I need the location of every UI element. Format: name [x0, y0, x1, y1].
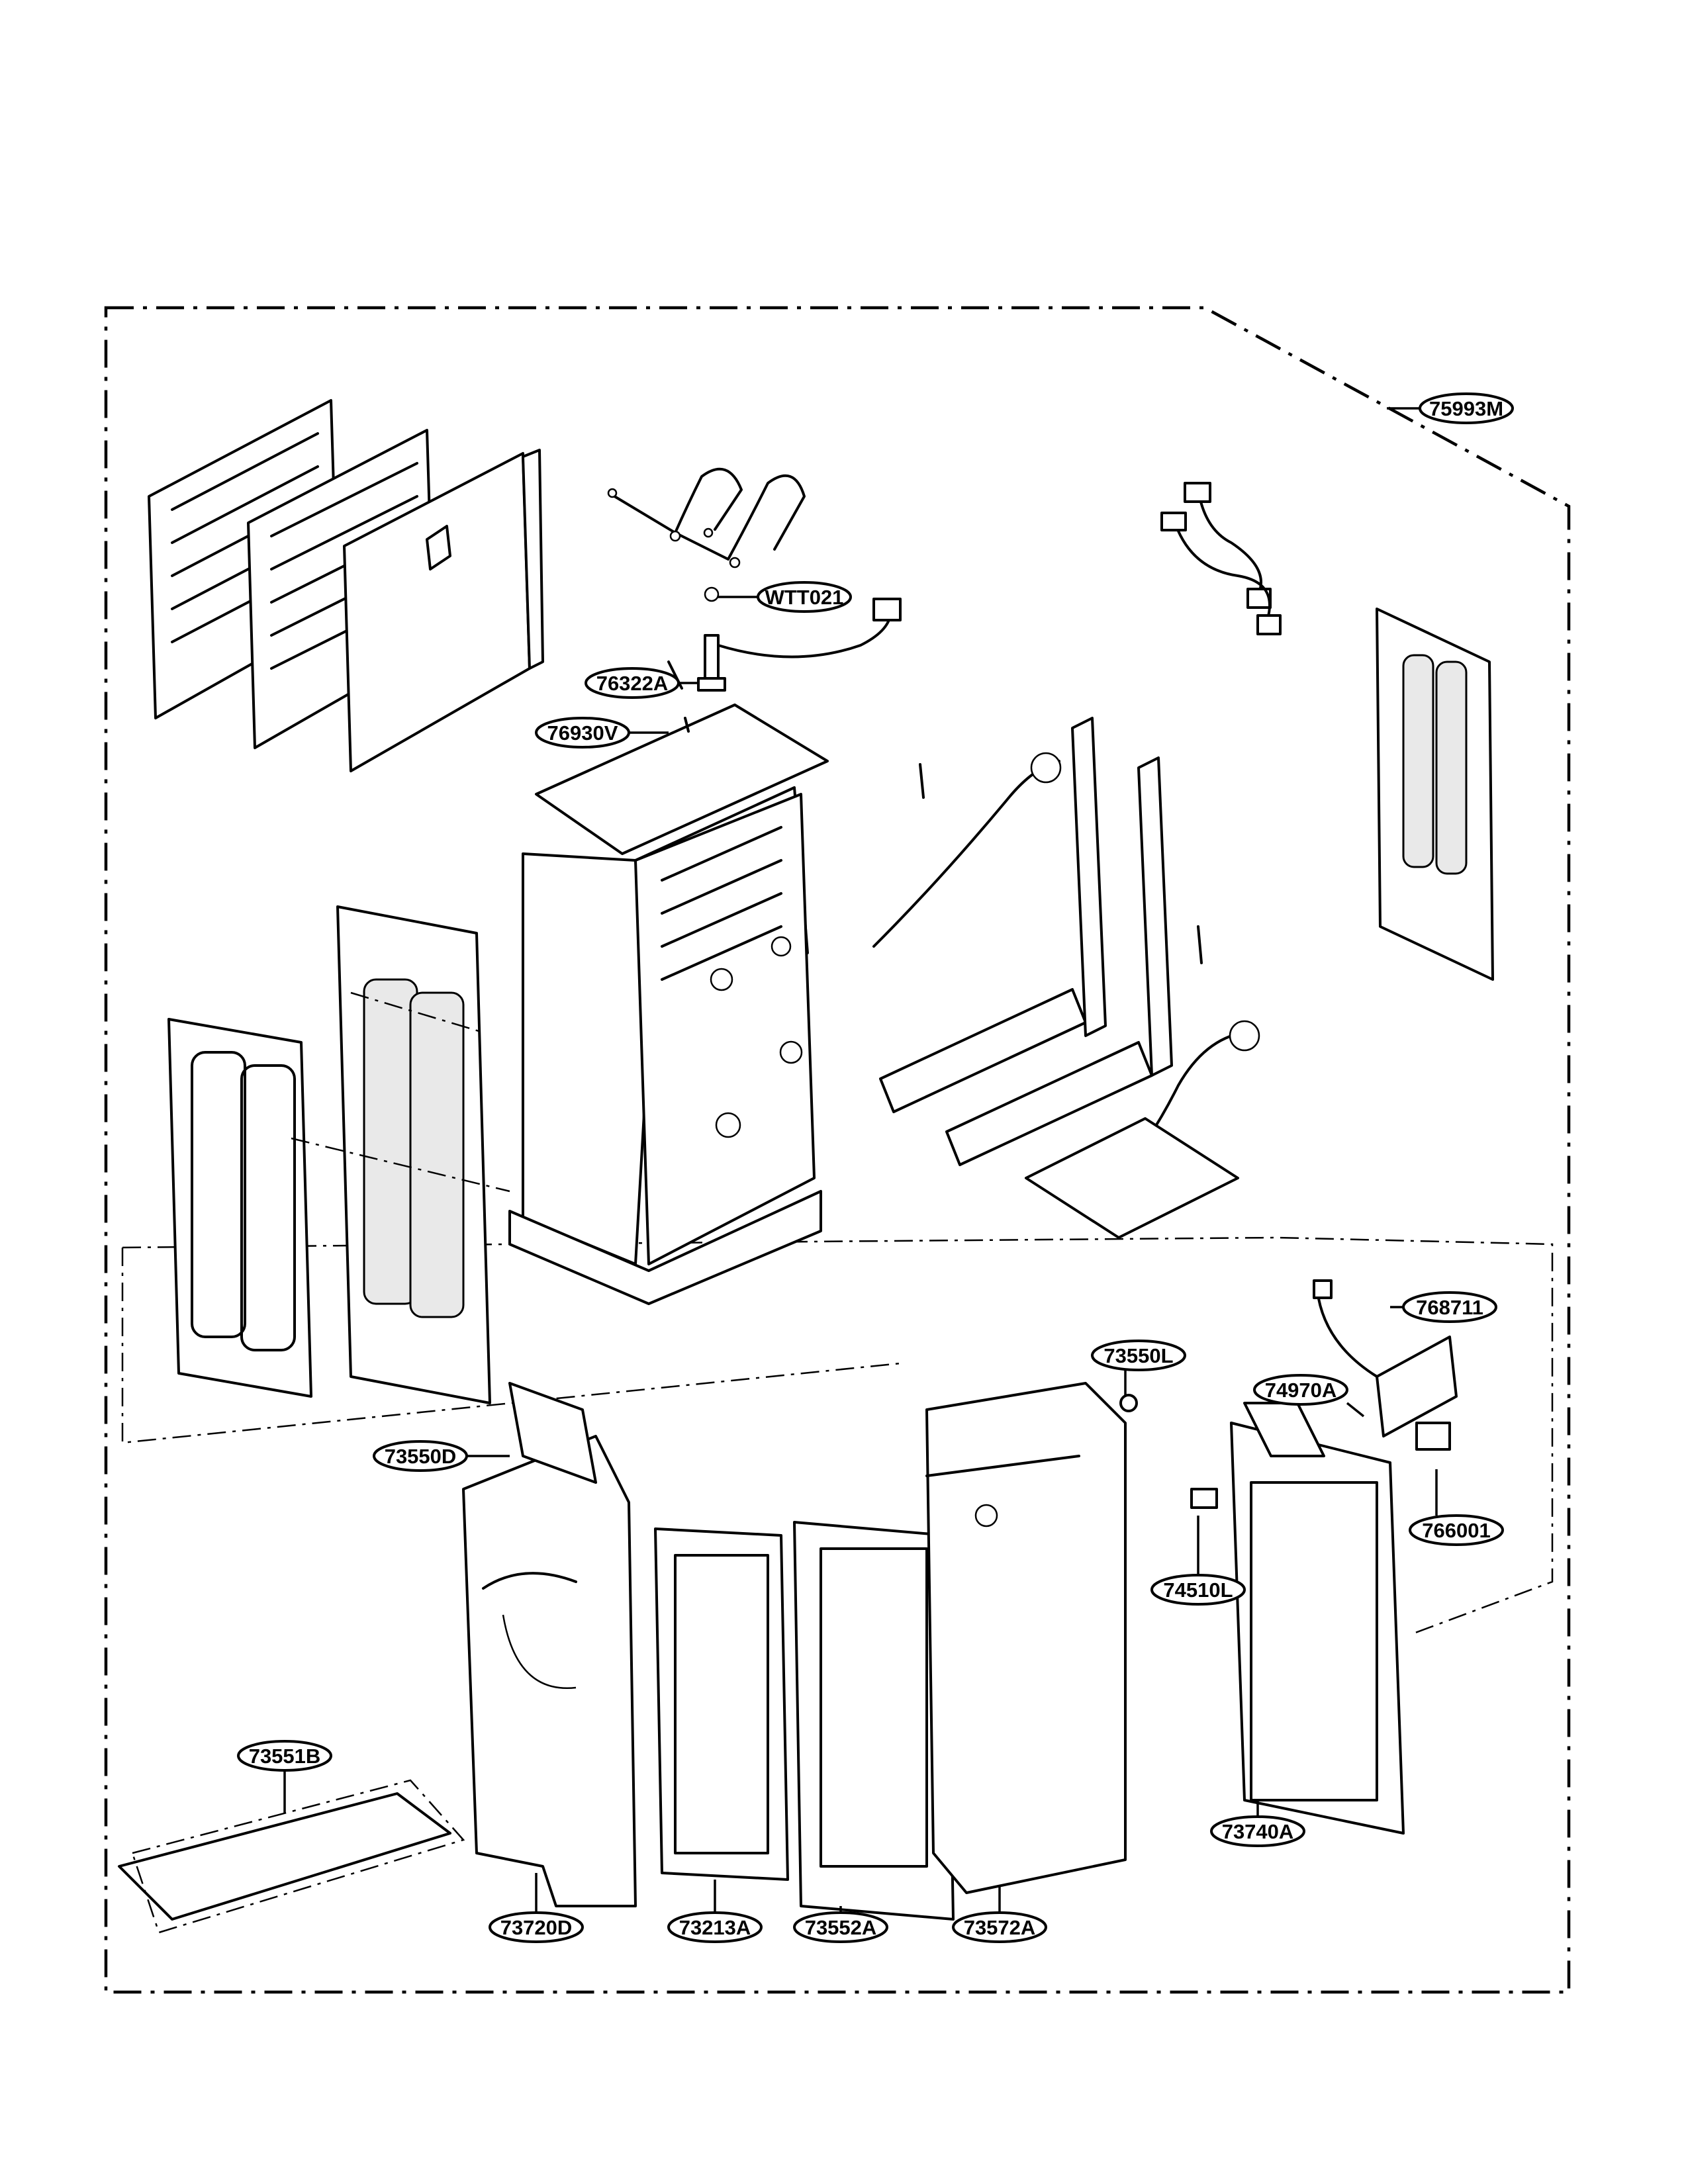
door-frames-left	[167, 905, 510, 1404]
front-cover	[462, 1435, 637, 1907]
drip-tray	[118, 1779, 465, 1934]
callout-label: 73550D	[385, 1445, 457, 1468]
door-frame-1	[654, 1527, 789, 1881]
wire-harnesses	[1160, 482, 1282, 635]
callout-label: 73551B	[249, 1745, 321, 1768]
callout-label: 73552A	[805, 1916, 877, 1939]
callout-label: 76322A	[596, 672, 669, 695]
cavity-housing	[508, 660, 829, 1305]
small-parts-lower	[1119, 1279, 1458, 1509]
callout-74510L: 74510L	[1150, 1574, 1246, 1606]
callout-label: 766001	[1422, 1519, 1490, 1542]
callout-73720D: 73720D	[489, 1911, 584, 1943]
sensor-assembly	[697, 586, 902, 692]
back-panel-right	[1376, 608, 1494, 981]
heater-coils	[607, 467, 806, 569]
callout-76930V: 76930V	[535, 717, 630, 749]
door-frame-2	[793, 1521, 955, 1921]
callout-73550L: 73550L	[1091, 1340, 1186, 1371]
callout-label: 73213A	[679, 1916, 751, 1939]
assembly-boundary-inner	[121, 1236, 1554, 1636]
rack-panels	[148, 399, 544, 772]
callout-label: WTT021	[765, 586, 844, 609]
rear-housing	[925, 1382, 1127, 1894]
callout-label: 74970A	[1265, 1379, 1337, 1402]
button-block	[508, 1382, 597, 1484]
callout-73213A: 73213A	[667, 1911, 763, 1943]
callout-73572A: 73572A	[952, 1911, 1047, 1943]
leader-lines	[283, 407, 1438, 1913]
callout-label: 73572A	[964, 1916, 1036, 1939]
callout-label: 73550L	[1103, 1344, 1173, 1367]
callout-label: 74510L	[1163, 1578, 1233, 1602]
callout-label: 76930V	[547, 721, 618, 745]
side-frame	[1230, 1402, 1405, 1835]
callout-73551B: 73551B	[237, 1740, 332, 1772]
callout-768711: 768711	[1402, 1291, 1497, 1323]
callout-74970A: 74970A	[1253, 1374, 1348, 1406]
assembly-boundary-outer	[104, 306, 1571, 1994]
callout-73740A: 73740A	[1210, 1815, 1305, 1847]
rack-slides	[872, 717, 1260, 1239]
callout-label: 73740A	[1222, 1820, 1294, 1843]
callout-75993M: 75993M	[1419, 392, 1514, 424]
callout-label: 73720D	[500, 1916, 573, 1939]
callout-WTT021: WTT021	[757, 581, 852, 613]
callout-73550D: 73550D	[373, 1440, 468, 1472]
callout-label: 75993M	[1429, 397, 1503, 420]
callout-label: 768711	[1416, 1296, 1483, 1319]
callout-766001: 766001	[1409, 1514, 1504, 1546]
callout-76322A: 76322A	[585, 667, 680, 699]
callout-73552A: 73552A	[793, 1911, 888, 1943]
